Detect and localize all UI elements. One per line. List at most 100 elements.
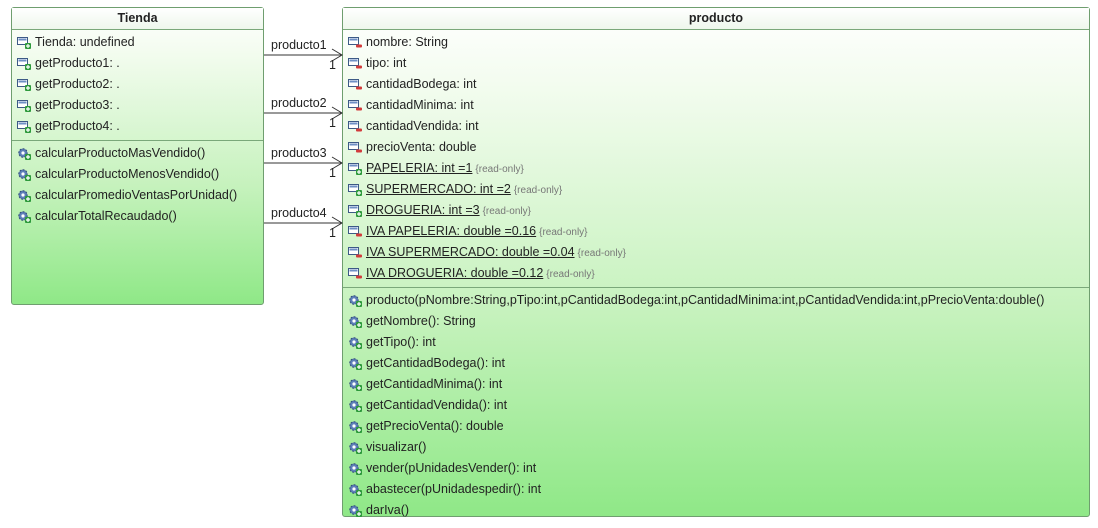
- field-public-icon: [17, 37, 31, 49]
- attribute-text: getProducto3: .: [35, 98, 120, 112]
- field-private-icon: [348, 58, 362, 69]
- attribute-row[interactable]: getProducto1: .: [12, 53, 263, 74]
- operation-text: producto(pNombre:String,pTipo:int,pCanti…: [366, 293, 1045, 307]
- attribute-text: DROGUERIA: int =3: [366, 203, 480, 217]
- method-gear-icon: [349, 421, 362, 433]
- association-producto1[interactable]: [264, 48, 343, 62]
- operation-row[interactable]: getNombre(): String: [343, 311, 1089, 332]
- field-private-icon: [348, 268, 362, 279]
- role-label: producto1: [271, 38, 327, 52]
- attribute-row[interactable]: precioVenta: double: [343, 137, 1089, 158]
- attribute-row[interactable]: DROGUERIA: int =3{read-only}: [343, 200, 1089, 221]
- role-label: producto2: [271, 96, 327, 110]
- attribute-row[interactable]: getProducto3: .: [12, 95, 263, 116]
- class-producto[interactable]: producto nombre: String tipo: int cantid…: [342, 7, 1090, 517]
- association-producto3[interactable]: [264, 156, 343, 170]
- operation-row[interactable]: getPrecioVenta(): double: [343, 416, 1089, 437]
- operation-text: vender(pUnidadesVender(): int: [366, 461, 537, 475]
- read-only-tag: {read-only}: [577, 248, 626, 259]
- operation-row[interactable]: getTipo(): int: [343, 332, 1089, 353]
- method-gear-icon: [18, 169, 31, 181]
- class-tienda[interactable]: Tienda Tienda: undefined getProducto1: .…: [11, 7, 264, 305]
- read-only-tag: {read-only}: [482, 206, 531, 217]
- attribute-text: getProducto4: .: [35, 119, 120, 133]
- field-private-icon: [348, 37, 362, 48]
- multiplicity-label: 1: [329, 226, 336, 240]
- read-only-tag: {read-only}: [513, 185, 563, 196]
- operation-row[interactable]: calcularPromedioVentasPorUnidad(): [12, 185, 263, 206]
- operation-row[interactable]: calcularProductoMenosVendido(): [12, 164, 263, 185]
- operation-text: getPrecioVenta(): double: [366, 419, 504, 433]
- attribute-row[interactable]: cantidadBodega: int: [343, 74, 1089, 95]
- read-only-tag: {read-only}: [546, 269, 595, 280]
- operation-text: getNombre(): String: [366, 314, 476, 328]
- operation-row[interactable]: producto(pNombre:String,pTipo:int,pCanti…: [343, 290, 1089, 311]
- attribute-row[interactable]: cantidadVendida: int: [343, 116, 1089, 137]
- attribute-text: Tienda: undefined: [35, 35, 135, 49]
- attribute-text: IVA PAPELERIA: double =0.16: [366, 224, 537, 238]
- method-gear-icon: [349, 295, 362, 307]
- operation-row[interactable]: calcularTotalRecaudado(): [12, 206, 263, 227]
- attribute-text: tipo: int: [366, 56, 407, 70]
- attribute-row[interactable]: nombre: String: [343, 32, 1089, 53]
- operation-text: visualizar(): [366, 440, 427, 454]
- operation-row[interactable]: darIva(): [343, 500, 1089, 521]
- method-gear-icon: [349, 337, 362, 349]
- method-gear-icon: [18, 190, 31, 202]
- attributes-section: nombre: String tipo: int cantidadBodega:…: [343, 30, 1089, 288]
- attribute-row[interactable]: IVA DROGUERIA: double =0.12{read-only}: [343, 263, 1089, 284]
- operation-text: calcularProductoMasVendido(): [35, 146, 206, 160]
- field-private-icon: [348, 247, 362, 258]
- association-producto2[interactable]: [264, 106, 343, 120]
- field-public-icon: [348, 205, 362, 217]
- operation-row[interactable]: vender(pUnidadesVender(): int: [343, 458, 1089, 479]
- method-gear-icon: [349, 463, 362, 475]
- attribute-text: IVA SUPERMERCADO: double =0.04: [366, 245, 575, 259]
- operation-row[interactable]: getCantidadBodega(): int: [343, 353, 1089, 374]
- operation-row[interactable]: visualizar(): [343, 437, 1089, 458]
- operation-text: darIva(): [366, 503, 410, 517]
- attribute-text: IVA DROGUERIA: double =0.12: [366, 266, 544, 280]
- attribute-row[interactable]: tipo: int: [343, 53, 1089, 74]
- attribute-row[interactable]: SUPERMERCADO: int =2{read-only}: [343, 179, 1089, 200]
- operation-row[interactable]: getCantidadVendida(): int: [343, 395, 1089, 416]
- method-gear-icon: [349, 505, 362, 517]
- operation-text: calcularPromedioVentasPorUnidad(): [35, 188, 238, 202]
- operation-row[interactable]: getCantidadMinima(): int: [343, 374, 1089, 395]
- operation-row[interactable]: calcularProductoMasVendido(): [12, 143, 263, 164]
- attribute-row[interactable]: IVA PAPELERIA: double =0.16{read-only}: [343, 221, 1089, 242]
- role-label: producto3: [271, 146, 327, 160]
- attribute-row[interactable]: cantidadMinima: int: [343, 95, 1089, 116]
- class-title: producto: [343, 8, 1089, 30]
- attribute-text: precioVenta: double: [366, 140, 477, 154]
- attribute-row[interactable]: IVA SUPERMERCADO: double =0.04{read-only…: [343, 242, 1089, 263]
- class-title: Tienda: [12, 8, 263, 30]
- attribute-row[interactable]: getProducto2: .: [12, 74, 263, 95]
- attribute-text: PAPELERIA: int =1: [366, 161, 473, 175]
- read-only-tag: {read-only}: [475, 164, 524, 175]
- attribute-row[interactable]: Tienda: undefined: [12, 32, 263, 53]
- operations-section: producto(pNombre:String,pTipo:int,pCanti…: [343, 288, 1089, 524]
- attribute-row[interactable]: PAPELERIA: int =1{read-only}: [343, 158, 1089, 179]
- method-gear-icon: [349, 442, 362, 454]
- operation-text: getCantidadBodega(): int: [366, 356, 505, 370]
- attribute-text: getProducto1: .: [35, 56, 120, 70]
- field-public-icon: [348, 184, 362, 196]
- attributes-section: Tienda: undefined getProducto1: . getPro…: [12, 30, 263, 141]
- operation-row[interactable]: abastecer(pUnidadespedir(): int: [343, 479, 1089, 500]
- method-gear-icon: [349, 484, 362, 496]
- field-public-icon: [17, 100, 31, 112]
- attribute-text: getProducto2: .: [35, 77, 120, 91]
- multiplicity-label: 1: [329, 58, 336, 72]
- method-gear-icon: [349, 379, 362, 391]
- multiplicity-label: 1: [329, 166, 336, 180]
- field-private-icon: [348, 226, 362, 237]
- attribute-row[interactable]: getProducto4: .: [12, 116, 263, 137]
- operation-text: getCantidadVendida(): int: [366, 398, 508, 412]
- multiplicity-label: 1: [329, 116, 336, 130]
- role-label: producto4: [271, 206, 327, 220]
- association-producto4[interactable]: [264, 216, 343, 230]
- method-gear-icon: [349, 400, 362, 412]
- field-private-icon: [348, 79, 362, 90]
